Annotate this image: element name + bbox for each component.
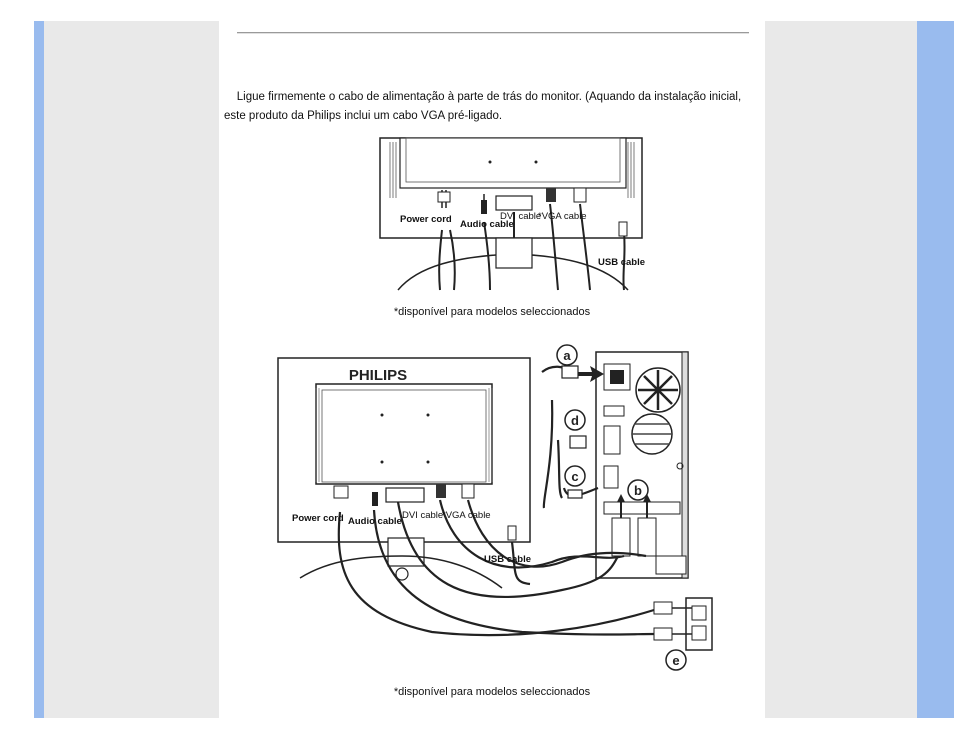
usb-plug-icon (507, 525, 517, 541)
dvi-port-icon (495, 195, 533, 211)
callout-d (564, 409, 586, 431)
callout-e (665, 649, 687, 671)
power-plug-icon (653, 627, 673, 641)
arrow-icon (578, 366, 604, 382)
screw-hole-icon (534, 160, 538, 164)
power-plug-icon (561, 365, 579, 379)
dvi-plug-icon (436, 484, 446, 498)
label-vga-cable: *VGA cable (538, 211, 587, 222)
stand-base-icon (299, 555, 503, 589)
instruction-paragraph: Ligue firmemente o cabo de alimentação à… (224, 88, 744, 126)
callout-b-label: b (634, 483, 642, 498)
dvi-plug-icon (546, 188, 556, 202)
power-plug-icon (437, 191, 451, 203)
screw-hole-icon (426, 413, 430, 417)
dvi-port-icon (385, 487, 425, 503)
right-accent-stripe (917, 21, 954, 718)
monitor-pc-connection-diagram: PHILIPS (277, 344, 713, 671)
label-dvi-cable: DVI cable (402, 510, 443, 521)
audio-port-icon (603, 465, 619, 489)
stand-neck-icon (387, 537, 425, 567)
power-plug-icon (333, 485, 349, 499)
vga-plug-icon (573, 187, 587, 203)
power-plug-icon (653, 601, 673, 615)
audio-plug-icon (481, 200, 487, 214)
callout-b (627, 479, 649, 501)
screw-hole-icon (380, 460, 384, 464)
label-vga-cable: *VGA cable (442, 510, 491, 521)
brand-logo: PHILIPS (349, 367, 407, 384)
left-gutter (44, 21, 219, 718)
label-audio-cable: Audio cable (460, 219, 514, 230)
screw-hole-icon (380, 413, 384, 417)
dvi-port-icon (637, 517, 657, 557)
horizontal-rule (237, 32, 749, 34)
screw-hole-icon (426, 460, 430, 464)
monitor-connectors-diagram: Power cord Audio cable DVI cable *VGA ca… (379, 137, 645, 291)
vga-port-icon (611, 517, 631, 557)
screw-hole-icon (488, 160, 492, 164)
instruction-text: Ligue firmemente o cabo de alimentação à… (224, 91, 742, 122)
left-accent-stripe (34, 21, 44, 718)
figure-caption: *disponível para modelos seleccionados (393, 686, 591, 698)
figure-caption: *disponível para modelos seleccionados (393, 306, 591, 318)
vga-plug-icon (461, 483, 475, 499)
label-audio-cable: Audio cable (348, 516, 402, 527)
usb-plug-icon (569, 435, 587, 449)
callout-a-label: a (563, 348, 571, 363)
label-usb-cable: USB cable (598, 257, 645, 268)
audio-plug-icon (567, 489, 583, 499)
label-power-cord: Power cord (292, 513, 344, 524)
callout-e-label: e (672, 653, 679, 668)
audio-plug-icon (372, 492, 378, 506)
right-gutter (765, 21, 917, 718)
label-power-cord: Power cord (400, 214, 452, 225)
label-dvi-cable: DVI cable (500, 211, 541, 222)
callout-a (556, 344, 578, 366)
label-usb-cable: USB cable (484, 554, 531, 565)
expansion-slot (603, 501, 681, 515)
usb-port-icon (603, 425, 621, 455)
callout-c-label: c (571, 469, 578, 484)
callout-c (564, 465, 586, 487)
callout-d-label: d (571, 413, 579, 428)
usb-plug-icon (618, 221, 628, 237)
stand-neck-icon (495, 237, 533, 269)
